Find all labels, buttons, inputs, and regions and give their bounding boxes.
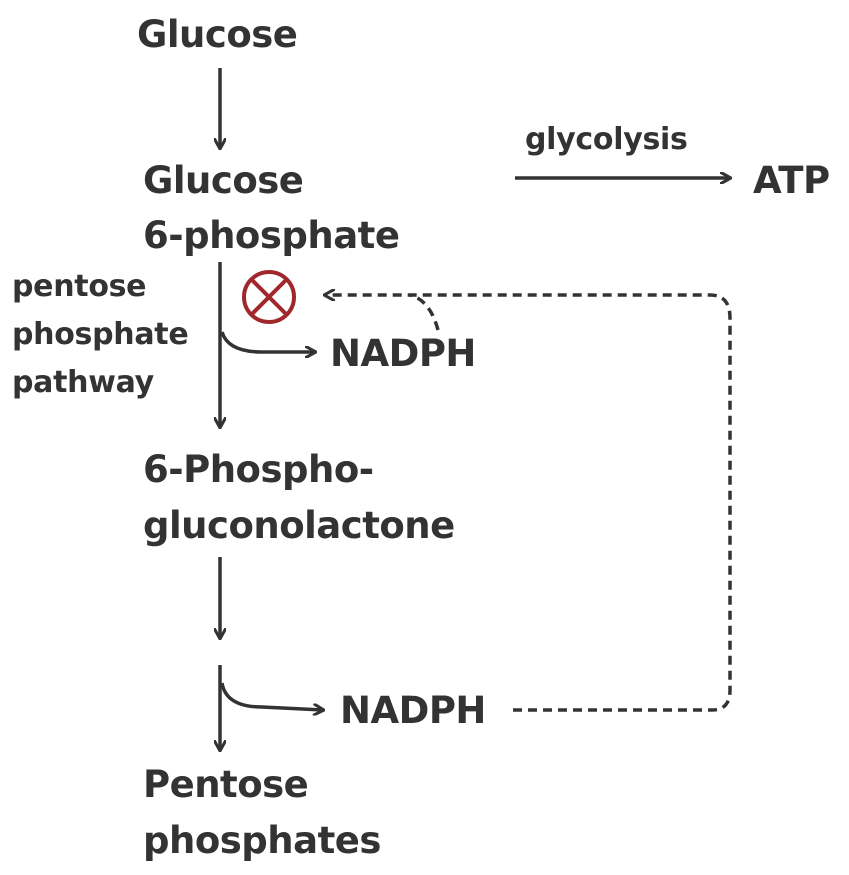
node-gluconolactone-line1: 6-Phospho- xyxy=(143,448,374,491)
node-g6p-line2: 6-phosphate xyxy=(143,214,400,257)
node-g6p-line1: Glucose xyxy=(143,159,304,202)
node-gluconolactone-line2: gluconolactone xyxy=(143,504,455,547)
node-pentose-line2: phosphates xyxy=(143,819,381,862)
label-ppp-line1: pentose xyxy=(12,269,147,304)
label-ppp-line2: phosphate xyxy=(12,317,189,352)
label-ppp-line3: pathway xyxy=(12,365,154,400)
node-pentose-line1: Pentose xyxy=(143,763,309,806)
node-glucose: Glucose xyxy=(137,13,298,56)
circled-x-icon xyxy=(242,270,296,324)
node-nadph-1: NADPH xyxy=(330,332,476,375)
arrow-to-nadph-1 xyxy=(220,331,315,352)
feedback-nadph-1-dashed xyxy=(409,293,440,331)
label-glycolysis: glycolysis xyxy=(525,122,688,157)
arrow-to-nadph-2 xyxy=(220,682,323,710)
node-atp: ATP xyxy=(753,159,830,202)
node-nadph-2: NADPH xyxy=(340,689,486,732)
